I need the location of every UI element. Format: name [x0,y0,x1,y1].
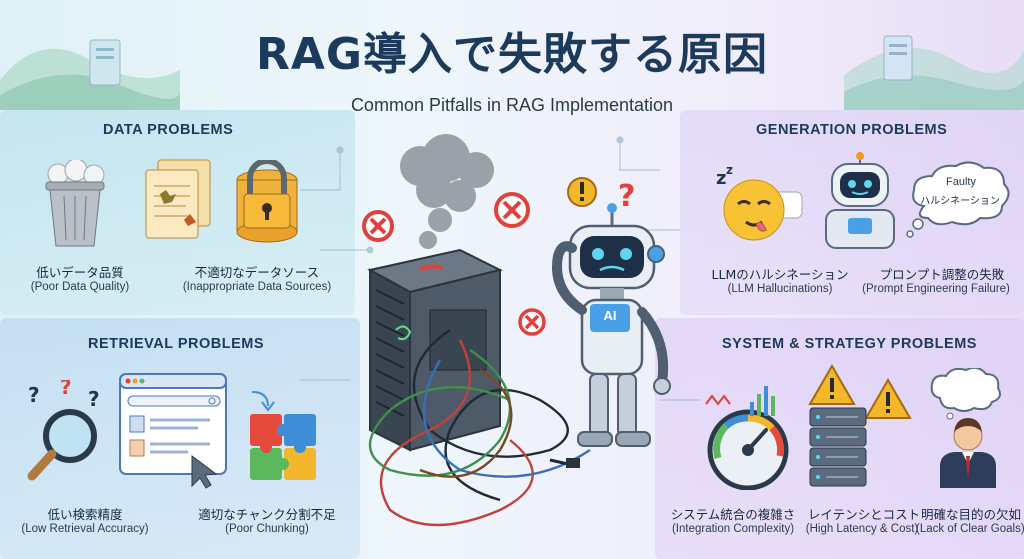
system-item-3-jp: 明確な目的の欠如 [920,507,1021,522]
page-title: RAG導入で失敗する原因 [255,29,769,80]
puzzle-icon [250,414,316,480]
system-item-2-en: (High Latency & Cost) [805,523,919,535]
system-item-1-jp: システム統合の複雑さ [670,507,796,522]
trash-can-icon [45,160,105,247]
page-subtitle: Common Pitfalls in RAG Implementation [350,95,674,115]
server-warning-icon [808,364,912,487]
error-x-icon-3 [518,308,546,336]
data-item-2-jp: 不適切なデータソース [194,265,320,280]
data-item-1-jp: 低いデータ品質 [36,265,124,280]
bar-chart-icon [750,386,775,416]
thought-bubble-icon [906,161,1010,238]
system-item-3-en: (Lack of Clear Goals) [916,523,1024,535]
generation-problems-title: GENERATION PROBLEMS [756,122,948,138]
error-x-icon-2 [494,192,530,228]
gauge-icon [705,394,789,490]
businessman-icon [930,368,1001,488]
retrieval-item-1-jp: 低い検索精度 [47,507,123,522]
hills-left-decoration [0,39,180,110]
robot-icon [825,152,895,249]
retrieval-item-1-en: (Low Retrieval Accuracy) [21,523,149,535]
retrieval-item-2-en: (Poor Chunking) [225,523,309,535]
padlock-database-icon [236,160,298,243]
system-item-1-en: (Integration Complexity) [671,523,795,535]
hills-right-decoration [844,35,1024,110]
svg-text:?: ? [28,383,40,407]
sleepy-face-icon: z z [716,163,803,241]
generation-item-2-en: (Prompt Engineering Failure) [862,283,1010,295]
tangled-cables [368,329,591,527]
svg-text:z: z [716,168,726,189]
retrieval-item-2-jp: 適切なチャンク分割不足 [198,507,336,522]
system-problems-title: SYSTEM & STRATEGY PROBLEMS [722,336,977,352]
magnifier-icon: ? ? ? [27,380,100,481]
bubble-line-1: Faulty [946,176,976,188]
svg-text:?: ? [60,380,72,399]
warning-icon-center [567,177,597,207]
system-item-2-jp: レイテンシとコスト [807,507,921,522]
data-item-2-en: (Inappropriate Data Sources) [182,281,332,293]
server-tower-icon [367,248,503,452]
svg-text:z: z [726,163,733,177]
question-mark-icon: ? [618,179,635,214]
arrow-icon [251,391,275,412]
bubble-line-2: ハルシネーション [920,196,1000,207]
generation-item-2-jp: プロンプト調整の失敗 [879,267,1005,282]
documents-icon [145,159,211,239]
error-x-icon-1 [362,210,394,242]
data-problems-title: DATA PROBLEMS [103,122,234,138]
generation-item-1-en: (LLM Hallucinations) [727,283,833,295]
confused-robot-icon [552,203,671,447]
smoke-cloud [400,134,494,249]
retrieval-problems-title: RETRIEVAL PROBLEMS [88,336,265,352]
center-illustration: ? [300,134,700,527]
search-window-icon [119,373,227,489]
generation-item-1-jp: LLMのハルシネーション [711,267,849,282]
robot-ai-badge: AI [603,308,617,323]
data-item-1-en: (Poor Data Quality) [30,281,130,293]
svg-text:?: ? [88,387,100,411]
